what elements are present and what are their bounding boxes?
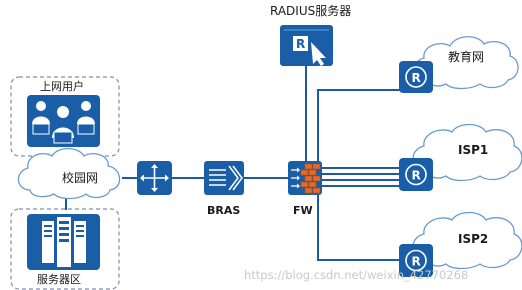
router-icon — [399, 244, 433, 277]
isp1-label: ISP1 — [458, 143, 488, 157]
internet-users-label: 上网用户 — [40, 79, 84, 93]
svg-text:R: R — [412, 255, 421, 269]
router-icon — [399, 61, 433, 93]
svg-text:R: R — [296, 37, 305, 51]
radius-server: R — [280, 25, 333, 66]
core-switch — [137, 161, 172, 195]
campus-cloud — [17, 147, 121, 200]
links — [65, 66, 400, 261]
fw-label: FW — [293, 204, 313, 217]
edu-cloud — [414, 36, 519, 90]
servers-zone — [10, 208, 120, 290]
watermark: https://blog.csdn.net/weixin_42770268 — [244, 268, 468, 282]
bras-device — [204, 161, 244, 195]
isp1-cloud — [412, 123, 522, 182]
router-edu: R — [399, 61, 433, 93]
cloud-shapes — [17, 36, 522, 270]
svg-text:R: R — [412, 169, 421, 183]
svg-text:R: R — [412, 71, 421, 85]
users-group — [27, 95, 100, 147]
radius-server-label: RADIUS服务器 — [270, 3, 351, 18]
isp2-label: ISP2 — [458, 232, 488, 246]
router-isp2: R — [399, 244, 433, 277]
router-isp1: R — [399, 158, 433, 191]
edu-network-label: 教育网 — [448, 49, 484, 64]
bras-label: BRAS — [207, 204, 240, 217]
isp2-cloud — [412, 211, 522, 270]
link-fw-isp2 — [317, 194, 400, 261]
servers-group — [27, 214, 100, 270]
campus-network-label: 校园网 — [62, 170, 98, 185]
server-zone-label: 服务器区 — [37, 273, 81, 286]
firewall — [288, 161, 322, 195]
router-icon — [399, 158, 433, 191]
link-fw-edu — [317, 89, 400, 162]
